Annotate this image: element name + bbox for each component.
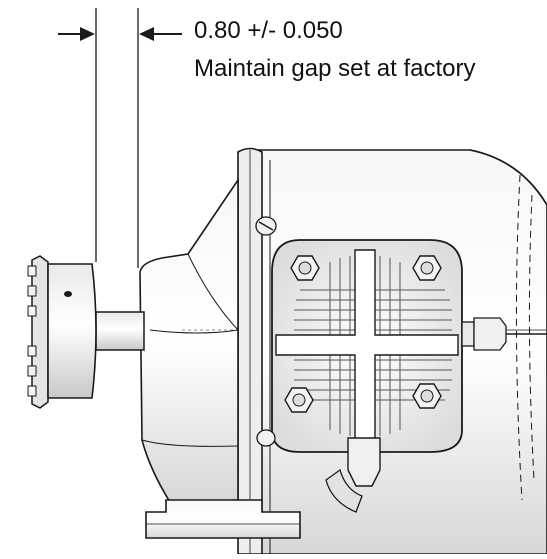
flange-clip-icon	[256, 429, 276, 447]
hex-bolt-icon	[412, 255, 442, 281]
dimension-arrow-left-icon	[139, 27, 182, 41]
mounting-flange	[237, 147, 263, 555]
gap-dimension-note: Maintain gap set at factory	[194, 55, 476, 82]
cable-connector	[461, 317, 547, 351]
dimension-arrow-right-icon	[58, 27, 95, 41]
hex-bolt-icon	[412, 383, 442, 409]
flange-screw-icon	[255, 216, 277, 236]
gap-dimension-value: 0.80 +/- 0.050	[194, 17, 343, 44]
drain-fitting	[325, 437, 381, 513]
hex-bolt-icon	[284, 387, 314, 413]
shaft-collar	[47, 263, 97, 399]
hex-bolt-icon	[290, 255, 320, 281]
gear-housing	[139, 177, 239, 503]
sprocket	[27, 255, 49, 409]
mounting-foot	[145, 499, 301, 539]
